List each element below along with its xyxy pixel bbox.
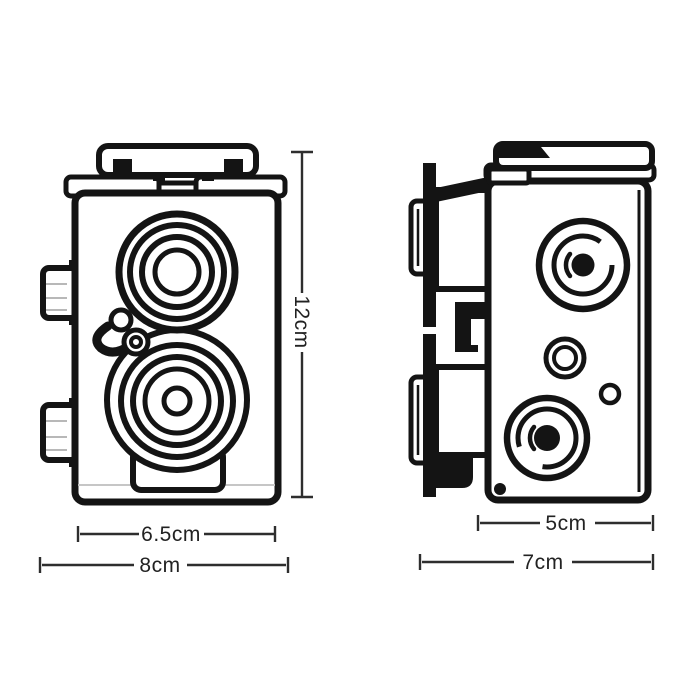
viewing-lens [115,210,239,334]
dimension-label-side-overall-depth: 7cm [522,551,563,574]
dimension-side-overall-depth: 7cm [418,551,655,574]
viewfinder-hood-side [493,141,655,171]
film-knob-lower-front [40,402,80,463]
shutter-button-inner [129,335,143,349]
knob-cylinder-lower [433,364,491,458]
screw-detail [543,336,587,380]
hood-shadow-band [499,147,550,158]
dimension-front-overall-width: 8cm [38,554,290,577]
dimension-label-side-body-depth: 5cm [545,512,586,535]
taking-lens [118,342,236,460]
shutter-lever [92,307,151,357]
side-latch [455,302,486,352]
top-step-tab [486,166,532,186]
dimension-label-front-body-width: 6.5cm [141,523,201,546]
dimension-height: 12cm [290,150,313,499]
lever-pivot-ring [108,307,134,333]
top-connector-wedge [436,177,488,202]
side-view: 5cm 7cm [408,141,657,574]
small-ring-detail [598,382,622,406]
spool-knob-upper [535,217,631,313]
dimension-label-front-overall-width: 8cm [139,554,180,577]
knob-cylinder-upper [433,187,491,292]
knob-mount-notches [69,260,78,467]
dimension-front-body-width: 6.5cm [76,523,277,546]
hood-clip-left [113,159,132,178]
corner-rivet [494,483,506,495]
dimension-side-body-depth: 5cm [476,512,655,535]
spool-knob-lower [503,394,591,482]
viewfinder-hood-front [96,143,259,178]
dimension-label-height: 12cm [290,295,313,348]
hood-clip-right [224,159,243,178]
plate-gap [421,327,438,334]
bottom-mount-block [436,455,473,488]
front-view: 12cm 6.5cm 8cm [38,143,313,577]
